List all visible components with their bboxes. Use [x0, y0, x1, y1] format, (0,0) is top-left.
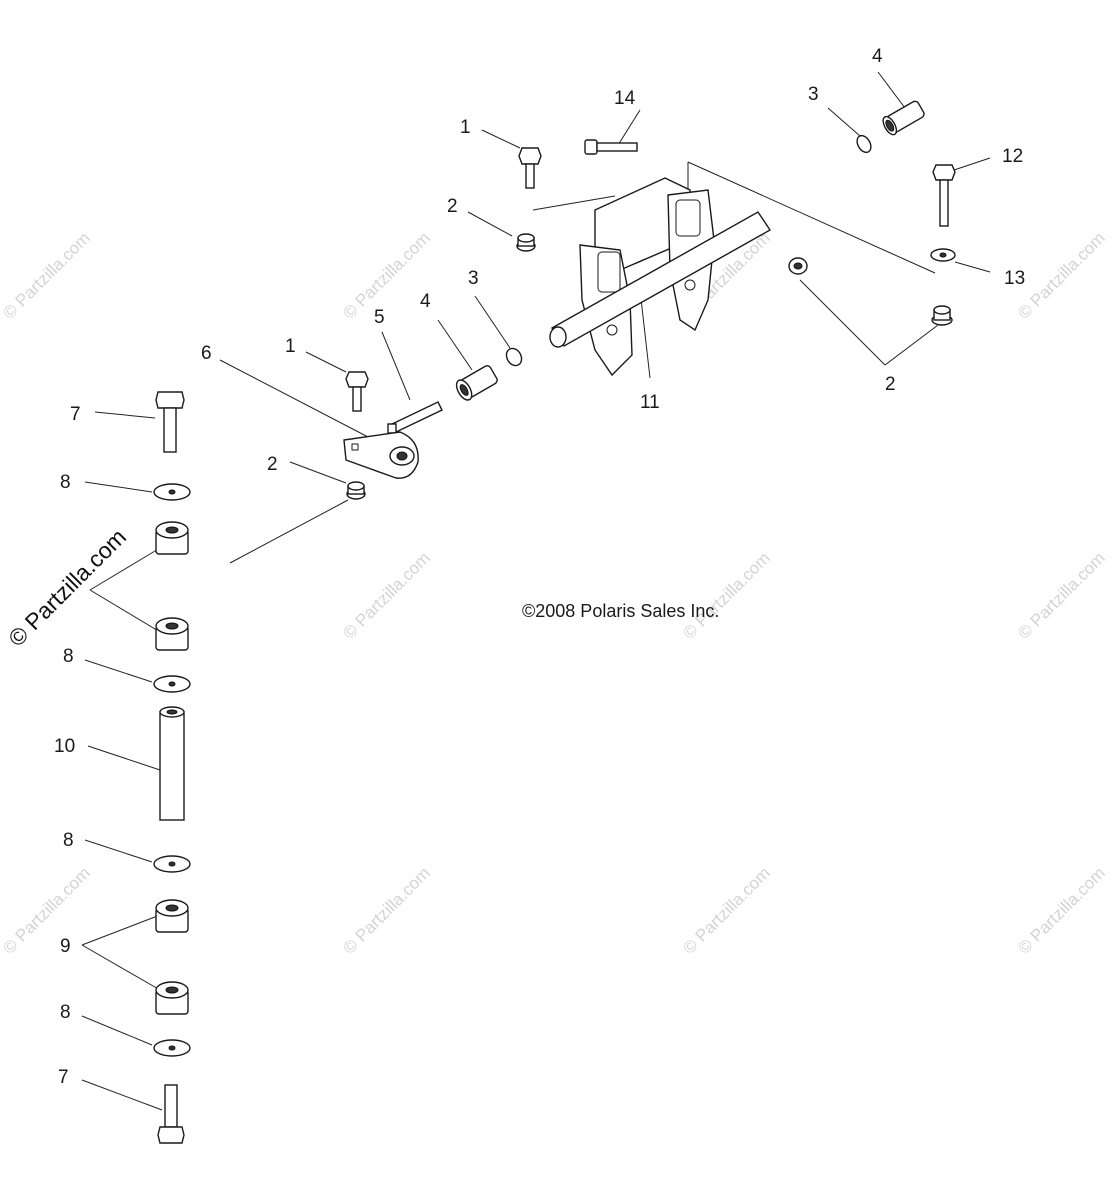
washer-8-4 [153, 1039, 191, 1057]
o-ring-3-mid [505, 347, 523, 367]
callout-7: 7 [58, 1067, 69, 1088]
watermark: © Partzilla.com [1014, 863, 1108, 957]
flange-nut-2-lower [346, 481, 366, 500]
callout-12: 12 [1002, 146, 1023, 167]
watermark: © Partzilla.com [0, 228, 94, 322]
bolt-12 [932, 164, 956, 227]
callout-3: 3 [468, 268, 479, 289]
watermark: © Partzilla.com [1014, 548, 1108, 642]
callout-6: 6 [201, 343, 212, 364]
callout-labels: 14 4 3 1 12 2 3 13 5 4 1 6 2 11 7 2 8 8 … [54, 46, 1025, 1088]
shaft-nut [788, 257, 808, 275]
bracket-assembly-11 [549, 177, 772, 377]
washer-8-2 [153, 675, 191, 693]
watermark: © Partzilla.com [339, 863, 433, 957]
bushing-4-top [882, 100, 925, 136]
watermark: © Partzilla.com [339, 548, 433, 642]
callout-2: 2 [267, 454, 278, 475]
watermark: © Partzilla.com [1014, 228, 1108, 322]
spacer-10 [159, 706, 185, 821]
flange-nut-2-right [931, 305, 953, 326]
watermark: © Partzilla.com [679, 863, 773, 957]
callout-1: 1 [285, 336, 296, 357]
callout-8: 8 [60, 1002, 71, 1023]
washer-13 [930, 248, 956, 262]
callout-4: 4 [420, 291, 431, 312]
watermark: © Partzilla.com [679, 548, 773, 642]
watermark: © Partzilla.com [0, 863, 94, 957]
bolt-1-mid [345, 371, 369, 412]
callout-14: 14 [614, 88, 636, 109]
bushing-9-3 [155, 899, 189, 933]
bolt-14 [584, 139, 638, 155]
square-shaft-5 [387, 401, 443, 434]
lever-arm-6 [343, 431, 419, 479]
bushing-9-1 [155, 521, 189, 555]
callout-11: 11 [640, 392, 660, 413]
o-ring-3-top [856, 134, 872, 154]
bushing-9-4 [155, 981, 189, 1015]
callout-8: 8 [63, 830, 74, 851]
callout-4: 4 [872, 46, 883, 67]
flange-nut-2-upper [516, 233, 536, 252]
callout-1: 1 [460, 117, 471, 138]
callout-2: 2 [885, 374, 896, 395]
washer-8-1 [153, 483, 191, 501]
leader-lines [81, 71, 991, 1111]
watermark-main: © Partzilla.com [3, 524, 131, 652]
bushing-4-mid [455, 365, 498, 401]
callout-8: 8 [63, 646, 74, 667]
bolt-7-top [155, 391, 185, 453]
bolt-1-top [518, 147, 542, 189]
bolt-7-bottom [157, 1084, 185, 1144]
callout-3: 3 [808, 84, 819, 105]
callout-9: 9 [60, 936, 71, 957]
copyright-text: ©2008 Polaris Sales Inc. [522, 601, 719, 621]
washer-8-3 [153, 855, 191, 873]
callout-7: 7 [70, 404, 81, 425]
callout-13: 13 [1004, 268, 1025, 289]
callout-2: 2 [447, 196, 458, 217]
callout-10: 10 [54, 736, 75, 757]
callout-8: 8 [60, 472, 71, 493]
callout-5: 5 [374, 307, 385, 328]
bushing-9-2 [155, 617, 189, 651]
